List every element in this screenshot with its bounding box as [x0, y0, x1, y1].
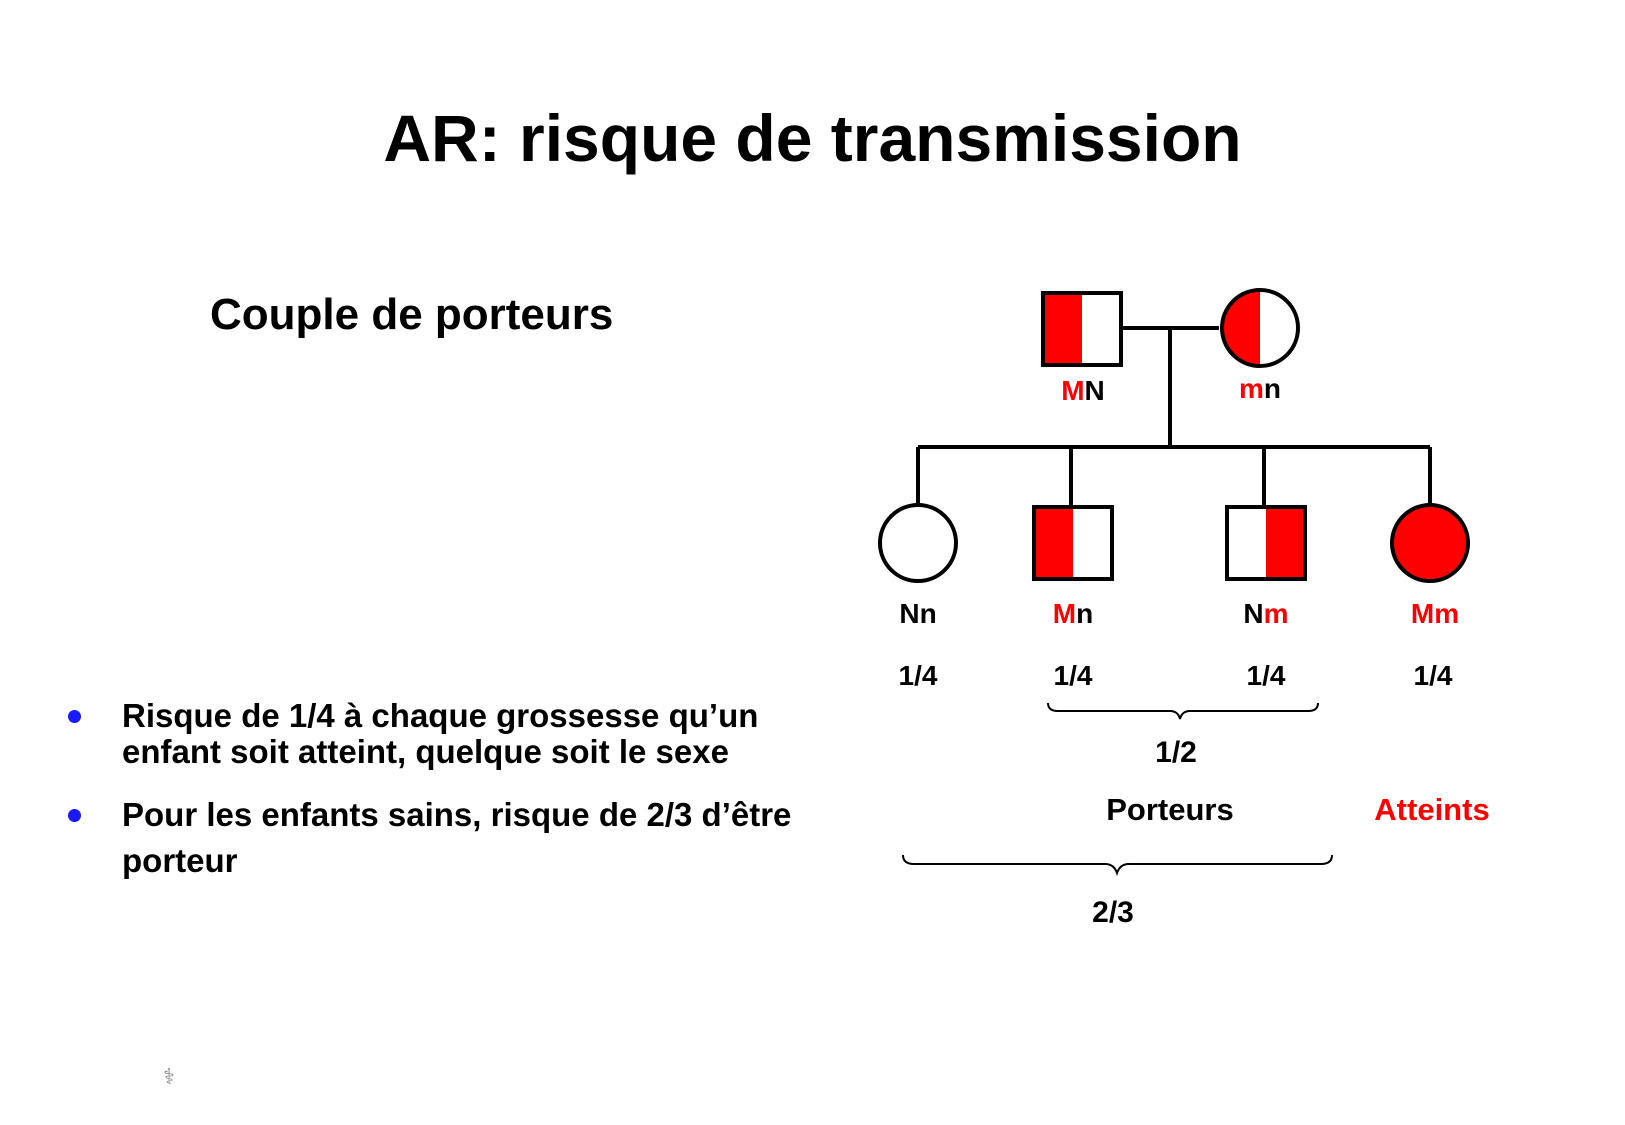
child-genotype: Mn — [1053, 598, 1093, 629]
slide-title: AR: risque de transmission — [383, 101, 1242, 175]
child-genotype: Nn — [899, 598, 936, 629]
affected-label: Atteints — [1374, 792, 1489, 827]
bullet-text: Risque de 1/4 à chaque grossesse qu’un e… — [122, 697, 759, 770]
child-symbol-carrier-male — [1032, 505, 1114, 581]
bullet-dot-icon — [68, 809, 81, 822]
child-probability: 1/4 — [1414, 660, 1453, 691]
child-probability: 1/4 — [1247, 660, 1286, 691]
pedigree-lines — [916, 326, 1432, 508]
mother-genotype: mn — [1239, 373, 1281, 404]
carriers-label: Porteurs — [1106, 792, 1233, 827]
child-symbol-unaffected-female — [878, 503, 958, 583]
carriers-brace — [1047, 702, 1319, 720]
father-genotype: MN — [1061, 375, 1105, 406]
child-genotype: Mm — [1411, 598, 1459, 629]
caduceus-icon: ⚕ — [163, 1065, 175, 1090]
carriers-fraction: 1/2 — [1155, 736, 1197, 769]
father-symbol — [1041, 291, 1123, 367]
healthy-fraction: 2/3 — [1092, 896, 1134, 929]
child-probability: 1/4 — [899, 660, 938, 691]
bullet-text: Pour les enfants sains, risque de 2/3 d’… — [122, 796, 792, 879]
bullet-dot-icon — [68, 710, 81, 723]
bullet-item: Pour les enfants sains, risque de 2/3 d’… — [60, 792, 820, 884]
healthy-brace — [902, 854, 1333, 877]
child-genotype: Nm — [1243, 598, 1288, 629]
slide-subtitle: Couple de porteurs — [210, 290, 614, 339]
child-symbol-carrier-male — [1225, 505, 1307, 581]
child-symbol-affected-female — [1390, 503, 1470, 583]
bullet-item: Risque de 1/4 à chaque grossesse qu’un e… — [60, 698, 820, 770]
bullet-list: Risque de 1/4 à chaque grossesse qu’un e… — [60, 698, 820, 884]
child-probability: 1/4 — [1054, 660, 1093, 691]
mother-symbol — [1220, 288, 1300, 368]
